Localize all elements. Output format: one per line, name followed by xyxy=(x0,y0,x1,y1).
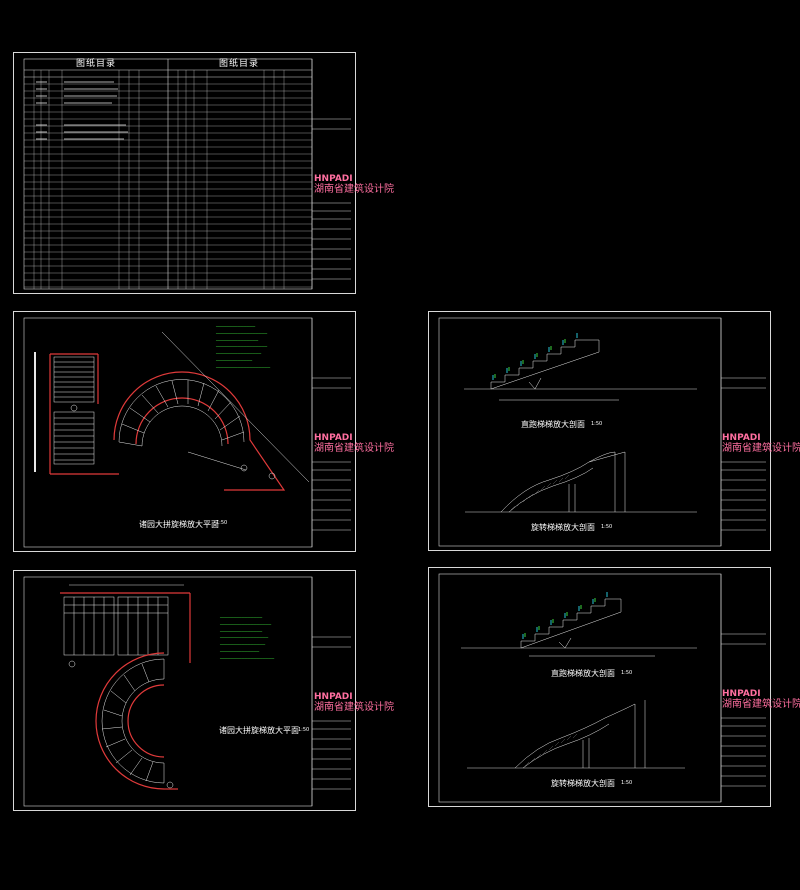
section-bottom-scale-lower: 1:50 xyxy=(621,780,633,786)
index-header-right: 图纸目录 xyxy=(219,59,260,69)
logo-cn: 湖南省建筑设计院 xyxy=(722,443,800,454)
logo-cn: 湖南省建筑设计院 xyxy=(314,702,394,713)
sheet-section-bottom: 直跑梯梯放大剖面 1:50 旋转梯梯放大剖面 1:50 HNPADI 湖南省建筑… xyxy=(428,567,800,807)
logo-en: HNPADI xyxy=(314,692,353,702)
plan-bottom-notes: ────────────────────────────────────────… xyxy=(220,615,275,662)
index-logo: HNPADI 湖南省建筑设计院 xyxy=(314,175,394,195)
index-header-left: 图纸目录 xyxy=(76,59,117,69)
sheet-drawing-index: 图纸目录 图纸目录 HNPADI 湖南省建筑设计院 xyxy=(13,52,394,294)
logo-en: HNPADI xyxy=(314,433,353,443)
section-top-scale-lower: 1:50 xyxy=(601,524,613,530)
section-bottom-scale-upper: 1:50 xyxy=(621,670,633,676)
plan-bottom-scale: 1:50 xyxy=(298,727,310,733)
section-bottom-drawing xyxy=(438,573,766,803)
section-top-drawing xyxy=(438,317,766,547)
section-bottom-title-upper: 直跑梯梯放大剖面 xyxy=(551,669,615,678)
section-top-title-upper: 直跑梯梯放大剖面 xyxy=(521,420,585,429)
plan-bottom-drawing xyxy=(23,576,351,807)
sheet-plan-bottom: ────────────────────────────────────────… xyxy=(13,570,394,811)
plan-top-title: 诸园大拼旋梯放大平面 xyxy=(139,520,219,529)
section-bottom-title-lower: 旋转梯梯放大剖面 xyxy=(551,779,615,788)
plan-bottom-logo: HNPADI 湖南省建筑设计院 xyxy=(314,693,394,713)
section-bottom-logo: HNPADI 湖南省建筑设计院 xyxy=(722,690,800,710)
plan-top-notes: ────────────────────────────────────────… xyxy=(216,324,271,371)
section-top-title-lower: 旋转梯梯放大剖面 xyxy=(531,523,595,532)
logo-cn: 湖南省建筑设计院 xyxy=(314,443,394,454)
sheet-section-top: 直跑梯梯放大剖面 1:50 旋转梯梯放大剖面 1:50 HNPADI 湖南省建筑… xyxy=(428,311,800,551)
section-top-logo: HNPADI 湖南省建筑设计院 xyxy=(722,434,800,454)
section-top-scale-upper: 1:50 xyxy=(591,421,603,427)
logo-cn: 湖南省建筑设计院 xyxy=(722,699,800,710)
index-table-lines xyxy=(23,58,351,290)
sheet-plan-top: ────────────────────────────────────────… xyxy=(13,311,394,552)
logo-en: HNPADI xyxy=(722,689,761,699)
plan-top-drawing xyxy=(23,317,351,548)
plan-top-logo: HNPADI 湖南省建筑设计院 xyxy=(314,434,394,454)
logo-en: HNPADI xyxy=(314,174,353,184)
logo-en: HNPADI xyxy=(722,433,761,443)
logo-cn: 湖南省建筑设计院 xyxy=(314,184,394,195)
plan-bottom-title: 诸园大拼旋梯放大平面 xyxy=(219,726,299,735)
plan-top-scale: 1:50 xyxy=(216,520,228,526)
